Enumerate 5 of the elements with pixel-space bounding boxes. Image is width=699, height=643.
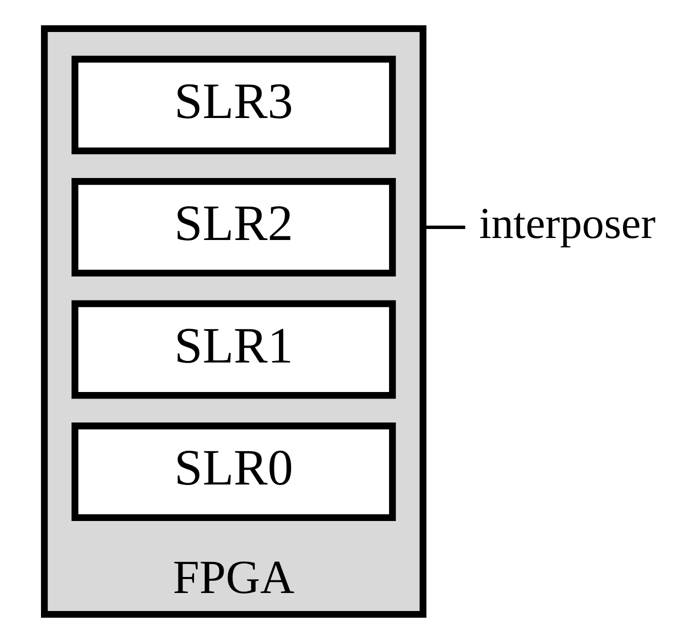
node-box: SLR3 <box>71 56 396 154</box>
node-text: interposer <box>478 198 656 248</box>
node-box: SLR2 <box>71 178 396 276</box>
node-box: SLR0 <box>71 422 396 521</box>
node-box: SLR1 <box>71 300 396 399</box>
